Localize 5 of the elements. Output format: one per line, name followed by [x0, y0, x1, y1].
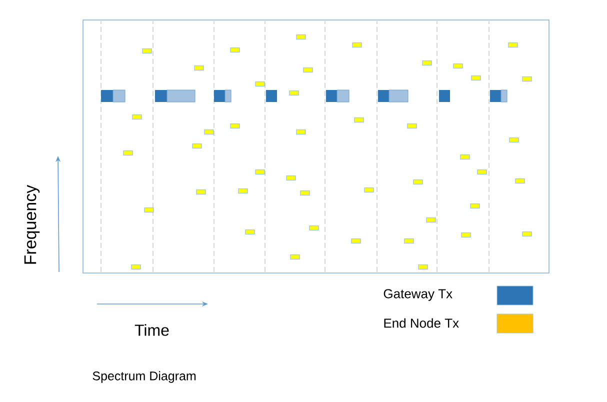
caption: Spectrum Diagram — [92, 371, 196, 383]
axis-label: Frequency — [24, 184, 40, 264]
axis-label: Time — [134, 324, 169, 336]
legend-label: Gateway Tx — [384, 289, 452, 301]
legend-label: End Node Tx — [384, 318, 459, 328]
